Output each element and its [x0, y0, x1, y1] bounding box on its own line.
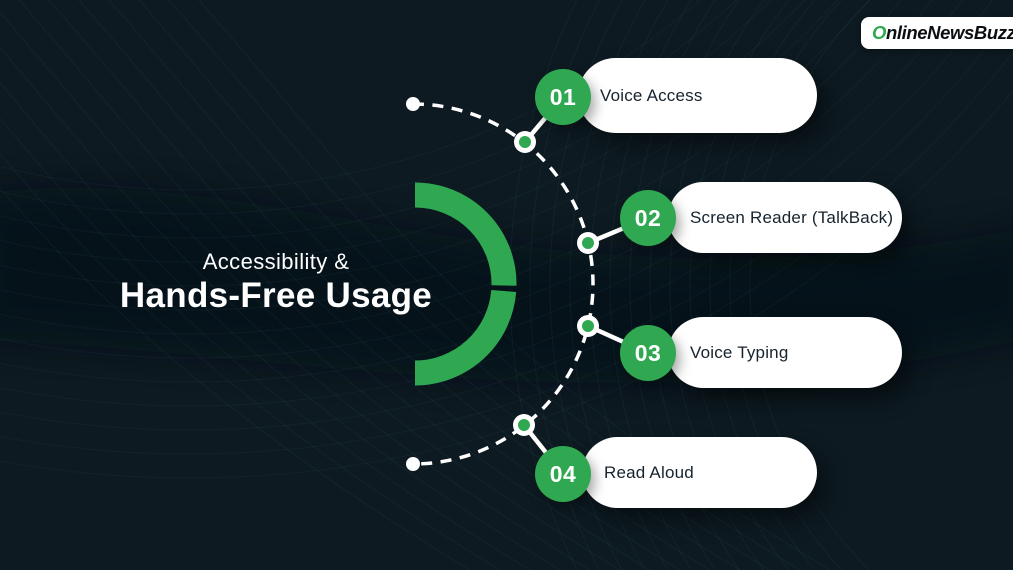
background-wave-lines-bottomleft — [0, 0, 1013, 478]
step-number: 04 — [549, 460, 577, 487]
step-label: Voice Typing — [690, 342, 789, 362]
center-half-ring — [414, 182, 517, 386]
connector-node-4-core — [518, 419, 530, 431]
step-label: Read Aloud — [604, 462, 694, 482]
step-card-1: Voice Access — [578, 58, 817, 133]
arc-end-dot-top — [406, 97, 420, 111]
step-card-4: Read Aloud — [582, 437, 817, 508]
step-number-badge-3: 03 — [620, 325, 676, 381]
connector-node-2-core — [582, 237, 594, 249]
step-number: 03 — [634, 339, 662, 366]
step-number-badge-4: 04 — [535, 446, 591, 502]
arc-end-dot-bottom — [406, 457, 420, 471]
step-number-badge-1: 01 — [535, 69, 591, 125]
title-line-1: Accessibility & — [202, 249, 350, 274]
step-card-3: Voice Typing — [668, 317, 902, 388]
logo-prefix: O — [872, 22, 886, 43]
connector-node-3-core — [582, 320, 594, 332]
logo-text: nlineNewsBuzz — [886, 22, 1013, 43]
connector-nodes — [513, 131, 599, 436]
step-number: 02 — [634, 204, 662, 231]
half-ring-bottom-segment — [414, 289, 517, 386]
step-number: 01 — [549, 83, 577, 110]
timeline-dashed-arc — [412, 102, 595, 466]
title-line-2: Hands-Free Usage — [119, 276, 433, 315]
connector-node-1-core — [519, 136, 531, 148]
half-ring-top-segment — [414, 182, 517, 286]
step-card-2: Screen Reader (TalkBack) — [668, 182, 902, 253]
step-label: Screen Reader (TalkBack) — [690, 207, 894, 227]
step-label: Voice Access — [600, 85, 703, 105]
step-number-badge-2: 02 — [620, 190, 676, 246]
page-title: Accessibility & Hands-Free Usage — [56, 248, 496, 316]
